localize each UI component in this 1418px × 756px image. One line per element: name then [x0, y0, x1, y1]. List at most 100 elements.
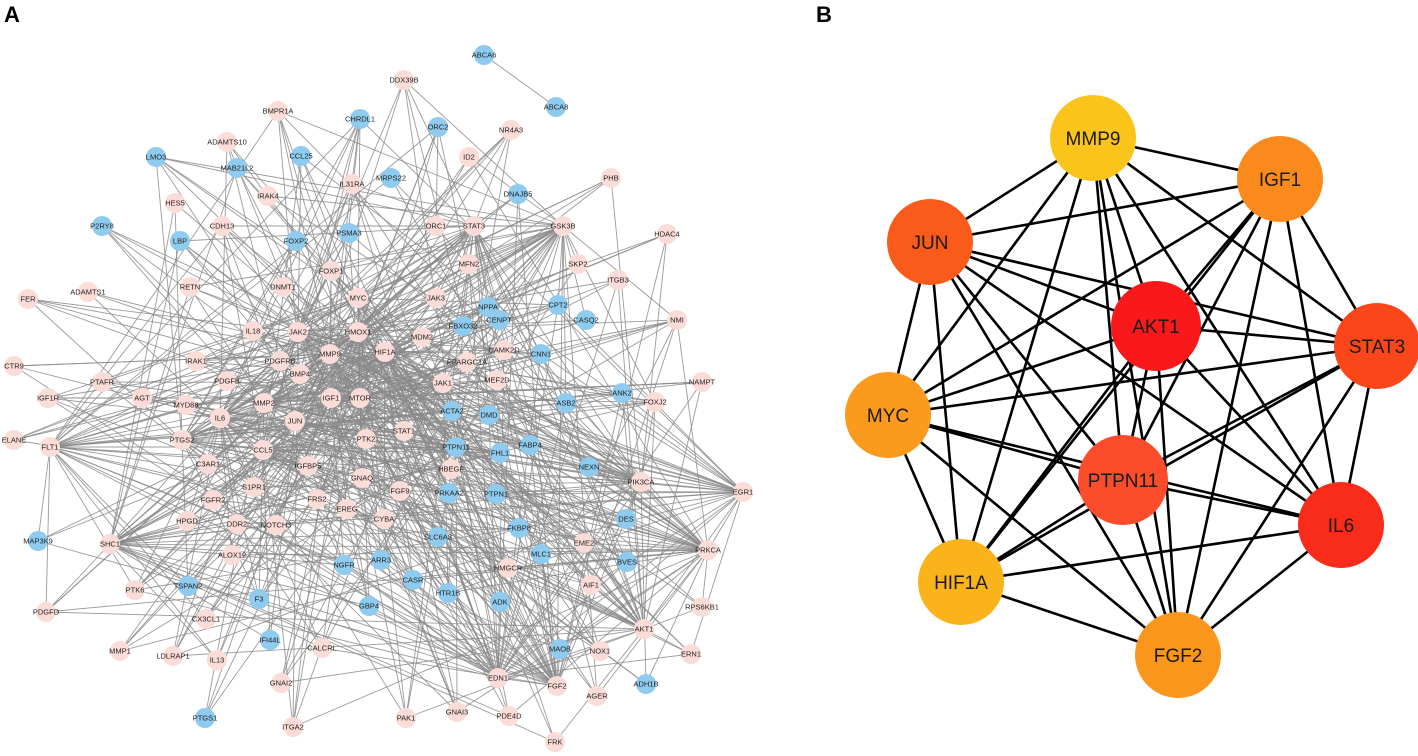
node-circle: [657, 224, 677, 244]
node-label: ORC1: [426, 222, 447, 231]
node-circle: [568, 254, 588, 274]
edge-mdm2-ccl5: [262, 336, 423, 451]
node-chrdl1: CHRDL1: [345, 109, 375, 129]
edge-stat3-pik3ca: [473, 225, 642, 483]
node-label: RPS6KB1: [685, 603, 719, 612]
edge-pak1-myc: [357, 297, 407, 719]
node-circle: [374, 509, 394, 529]
node-label: FRK: [548, 738, 563, 747]
hub-node-circle: [1111, 281, 1201, 371]
node-label: PHB: [603, 174, 618, 183]
edge-p2ry8-jun: [101, 225, 296, 422]
edge-gsk3b-cpt2: [557, 225, 564, 306]
node-label: BMP4: [290, 370, 310, 379]
node-circle: [433, 373, 453, 393]
node-circle: [428, 117, 448, 137]
edge-map3k9-igf1: [37, 397, 332, 542]
node-ccl5: CCL5: [253, 440, 273, 460]
node-circle: [227, 514, 247, 534]
node-circle: [170, 231, 190, 251]
node-label: IL13: [210, 656, 225, 665]
edge-stat3-myc: [887, 344, 1378, 417]
edge-myc-fgf2: [887, 413, 1179, 657]
node-ptgs2: PTGS2: [170, 430, 194, 450]
edge-egr1-cnn1: [540, 353, 744, 493]
node-circle: [509, 518, 529, 538]
edge-igf1-nr4a3: [330, 129, 512, 399]
node-hif1a: HIF1A: [374, 342, 396, 362]
edge-nppa-hmox1: [357, 306, 489, 333]
node-f3: F3: [249, 589, 269, 609]
node-circle: [681, 644, 701, 664]
edge-ptpn11-gnai2: [280, 446, 457, 684]
edge-notch3-shc1: [109, 524, 277, 545]
node-label: IRAK1: [185, 357, 207, 366]
node-circle: [125, 580, 145, 600]
hub-node-label: IGF1: [1259, 170, 1301, 191]
edge-bves-mmp9: [329, 353, 628, 563]
node-ern1: ERN1: [681, 644, 701, 664]
node-circle: [733, 482, 753, 502]
hub-node-label: PTPN11: [1088, 471, 1158, 492]
edge-gsk3b-retn: [189, 225, 564, 288]
edge-prkca-ager: [596, 549, 709, 697]
node-label: SHC1: [100, 540, 120, 549]
node-label: C3AR1: [196, 460, 220, 469]
node-nexn: NEXN: [579, 457, 599, 477]
node-igf1r: IGF1R: [37, 388, 60, 408]
node-label: EDN1: [488, 674, 508, 683]
edge-edn1-f3: [258, 598, 499, 679]
node-label: PRKCA: [695, 546, 721, 555]
node-circle: [574, 533, 594, 553]
node-mmp9: MMP9: [319, 344, 341, 364]
node-fhl1: FHL1: [490, 443, 510, 463]
node-des: DES: [616, 509, 636, 529]
node-label: MEF2D: [484, 376, 510, 385]
edge-adh1b-pik3ca: [640, 481, 647, 685]
node-jak3: JAK3: [426, 288, 446, 308]
edge-mmp1-ccl5: [119, 449, 264, 652]
hub-node-circle: [1135, 612, 1221, 698]
edge-lbp-jak2: [179, 240, 299, 333]
node-circle: [227, 158, 247, 178]
node-label: FGF9: [390, 487, 409, 496]
node-circle: [283, 717, 303, 737]
node-circle: [531, 344, 551, 364]
edge-gsk3b-fgf2: [556, 225, 564, 687]
node-circle: [446, 437, 466, 457]
hub-node-label: IL6: [1328, 516, 1354, 537]
node-label: MRPS22: [376, 174, 406, 183]
node-label: ACTA2: [440, 407, 464, 416]
node-circle: [426, 288, 446, 308]
edge-fgf9-akt1: [399, 490, 645, 630]
node-ptafr: PTAFR: [90, 372, 115, 392]
edge-gnai3-ptgs2: [181, 439, 458, 713]
edge-asb2-gsk3b: [562, 225, 567, 404]
node-circle: [92, 372, 112, 392]
edge-slc6a3-flt1: [49, 446, 439, 538]
node-circle: [222, 545, 242, 565]
hub-node-label: STAT3: [1349, 337, 1405, 358]
node-fgf2: FGF2: [547, 676, 567, 696]
edge-prkca-adh1b: [645, 549, 709, 685]
node-fkbp8: FKBP8: [507, 518, 531, 538]
hub-node-circle: [887, 199, 973, 285]
edge-akt1-fgf2: [1154, 325, 1180, 656]
node-circle: [217, 132, 237, 152]
node-label: NGFR: [333, 561, 355, 570]
node-circle: [350, 388, 370, 408]
edge-egr1-mmp1: [119, 491, 744, 652]
node-gbp4: GBP4: [359, 596, 379, 616]
node-pdgfd: PDGFD: [33, 602, 60, 622]
edge-shc1-f3: [109, 543, 260, 600]
edge-ccl5-nox1: [262, 449, 601, 652]
node-circle: [186, 351, 206, 371]
node-jak2: JAK2: [288, 322, 308, 342]
node-label: JAK2: [289, 328, 307, 337]
node-gnai2: GNAI2: [270, 673, 292, 693]
edge-mrps22-flt1: [49, 177, 392, 448]
node-circle: [146, 147, 166, 167]
node-fabp4: FABP4: [518, 435, 542, 455]
edge-ptpn1-prkca: [495, 493, 709, 551]
